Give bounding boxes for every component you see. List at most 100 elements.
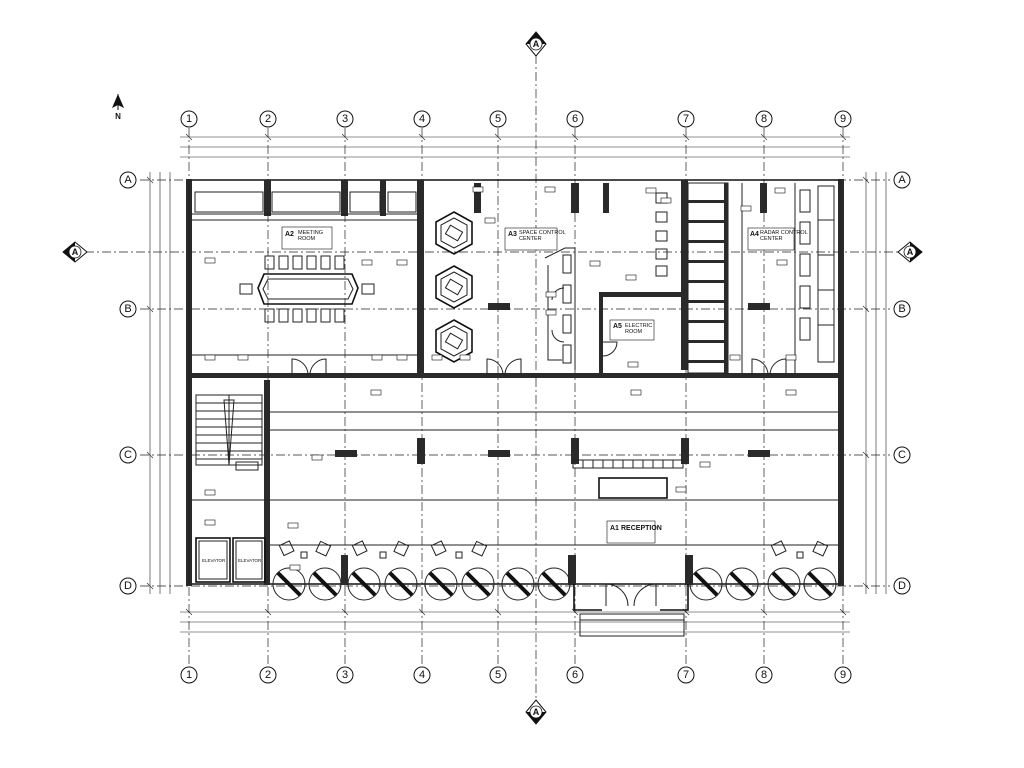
meeting-table	[239, 255, 375, 323]
svg-text:3: 3	[342, 113, 348, 125]
svg-text:A: A	[907, 247, 914, 257]
svg-text:8: 8	[761, 669, 767, 681]
grid-bubble: 7	[677, 110, 695, 128]
room-name: RADAR CONTROL	[760, 230, 808, 236]
north-arrow-icon: N	[112, 94, 124, 121]
svg-text:A: A	[533, 707, 540, 717]
svg-text:ELEVATOR: ELEVATOR	[202, 558, 226, 563]
grid-bubble: 4	[413, 110, 431, 128]
grid-bubble: 8	[755, 110, 773, 128]
svg-text:A: A	[72, 247, 79, 257]
grid-bubble: 6	[566, 110, 584, 128]
columns	[264, 180, 767, 585]
svg-text:A: A	[533, 39, 540, 49]
svg-text:2: 2	[265, 113, 271, 125]
section-marker-left: A	[62, 241, 88, 263]
grid-bubble: 4	[413, 666, 431, 684]
grid-bubble: C	[119, 446, 137, 464]
room-label-radar-control: A4 RADAR CONTROL CENTER	[747, 227, 808, 251]
grid-bubble: D	[893, 577, 911, 595]
svg-text:ELEVATOR: ELEVATOR	[238, 558, 262, 563]
grid-bubble: 2	[259, 110, 277, 128]
console-chairs	[655, 192, 668, 277]
windows	[194, 191, 417, 213]
grid-bubble: 5	[489, 666, 507, 684]
grid-bubble: 3	[336, 666, 354, 684]
entrance	[573, 583, 689, 637]
svg-text:3: 3	[342, 669, 348, 681]
grid-bubble: 2	[259, 666, 277, 684]
hexagon-consoles	[435, 211, 473, 363]
column-bubbles-bottom: 1 2 3 4 5 6 7 8 9	[180, 666, 852, 684]
svg-text:6: 6	[572, 669, 578, 681]
room-code: A5	[613, 323, 622, 330]
grid-bubble: A	[119, 171, 137, 189]
grid-bubble: 7	[677, 666, 695, 684]
dimension-lines	[146, 133, 887, 633]
svg-text:B: B	[898, 303, 905, 315]
room-name-2: CENTER	[760, 236, 783, 242]
grid-bubble: 5	[489, 110, 507, 128]
room-name-2: ROOM	[625, 329, 643, 335]
svg-text:C: C	[124, 449, 132, 461]
section-cut-lines	[85, 55, 900, 700]
grid-bubble: 9	[834, 666, 852, 684]
svg-text:5: 5	[495, 113, 501, 125]
grid-bubble: 1	[180, 666, 198, 684]
room-name: RECEPTION	[621, 525, 662, 532]
column-bubbles-top: 1 2 3 4 5 6 7 8 9	[180, 110, 852, 128]
svg-text:1: 1	[186, 113, 192, 125]
svg-text:1: 1	[186, 669, 192, 681]
grid-bubble: A	[893, 171, 911, 189]
room-code: A4	[750, 231, 759, 238]
room-name-2: CENTER	[519, 236, 542, 242]
svg-text:8: 8	[761, 113, 767, 125]
svg-text:9: 9	[840, 669, 846, 681]
section-marker-top: A	[525, 31, 547, 57]
svg-text:D: D	[124, 580, 132, 592]
svg-text:5: 5	[495, 669, 501, 681]
corridor-beams	[335, 450, 770, 457]
server-cabinets	[687, 182, 729, 374]
room-name: SPACE CONTROL	[519, 230, 566, 236]
elevators: ELEVATOR ELEVATOR	[195, 537, 266, 583]
room-label-meeting: A2 MEETING ROOM	[281, 226, 333, 250]
svg-text:7: 7	[683, 113, 689, 125]
front-glazing	[272, 567, 837, 601]
room-name-2: ROOM	[298, 236, 316, 242]
svg-text:4: 4	[419, 113, 425, 125]
room-code: A2	[285, 231, 294, 238]
svg-text:4: 4	[419, 669, 425, 681]
svg-text:D: D	[898, 580, 906, 592]
grid-bubble: D	[119, 577, 137, 595]
room-code: A3	[508, 231, 517, 238]
grid-bubble: 1	[180, 110, 198, 128]
row-bubbles-left: A B C D	[119, 171, 137, 595]
grid-bubble: 9	[834, 110, 852, 128]
north-label: N	[115, 112, 121, 121]
staircase	[195, 394, 263, 471]
reception-furniture	[572, 459, 684, 499]
grid-bubble: C	[893, 446, 911, 464]
svg-text:A: A	[124, 174, 132, 186]
svg-text:B: B	[124, 303, 131, 315]
exterior-walls	[186, 179, 844, 586]
row-bubbles-right: A B C D	[893, 171, 911, 595]
annotation-tags	[204, 186, 797, 571]
grid-bubble: 6	[566, 666, 584, 684]
grid-bubble: B	[119, 300, 137, 318]
room-name: ELECTRIC	[625, 323, 652, 329]
room-label-reception: A1 RECEPTION	[606, 520, 662, 544]
grid-bubble: 8	[755, 666, 773, 684]
svg-text:C: C	[898, 449, 906, 461]
svg-text:A: A	[898, 174, 906, 186]
room-label-space-control: A3 SPACE CONTROL CENTER	[504, 227, 566, 251]
svg-text:2: 2	[265, 669, 271, 681]
room-label-electric: A5 ELECTRIC ROOM	[609, 319, 655, 341]
room-code: A1	[610, 525, 619, 532]
svg-text:9: 9	[840, 113, 846, 125]
svg-text:7: 7	[683, 669, 689, 681]
radar-benches	[799, 185, 835, 363]
svg-text:6: 6	[572, 113, 578, 125]
